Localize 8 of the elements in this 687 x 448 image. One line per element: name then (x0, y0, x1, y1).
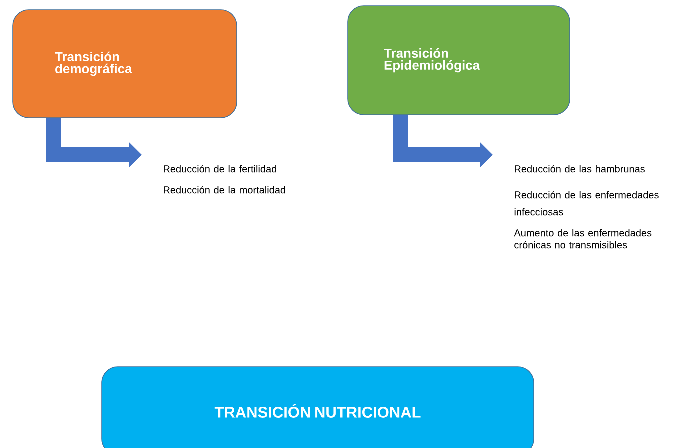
text-note: Aumento de las enfermedades crónicas no transmisibles (514, 229, 652, 249)
text-note: Reducción de las hambrunas (515, 165, 645, 173)
text-note: Reducción de la fertilidad (164, 165, 276, 173)
text-note: Reducción de la mortalidad (164, 186, 286, 194)
title-box: Transición demográfica (12, 10, 238, 118)
title-box: Transición Epidemiológica (348, 6, 570, 116)
text-note: Reducción de las enfermedades infecciosas (514, 191, 659, 216)
result-box: TRANSICIÓN NUTRICIONAL (102, 366, 534, 448)
